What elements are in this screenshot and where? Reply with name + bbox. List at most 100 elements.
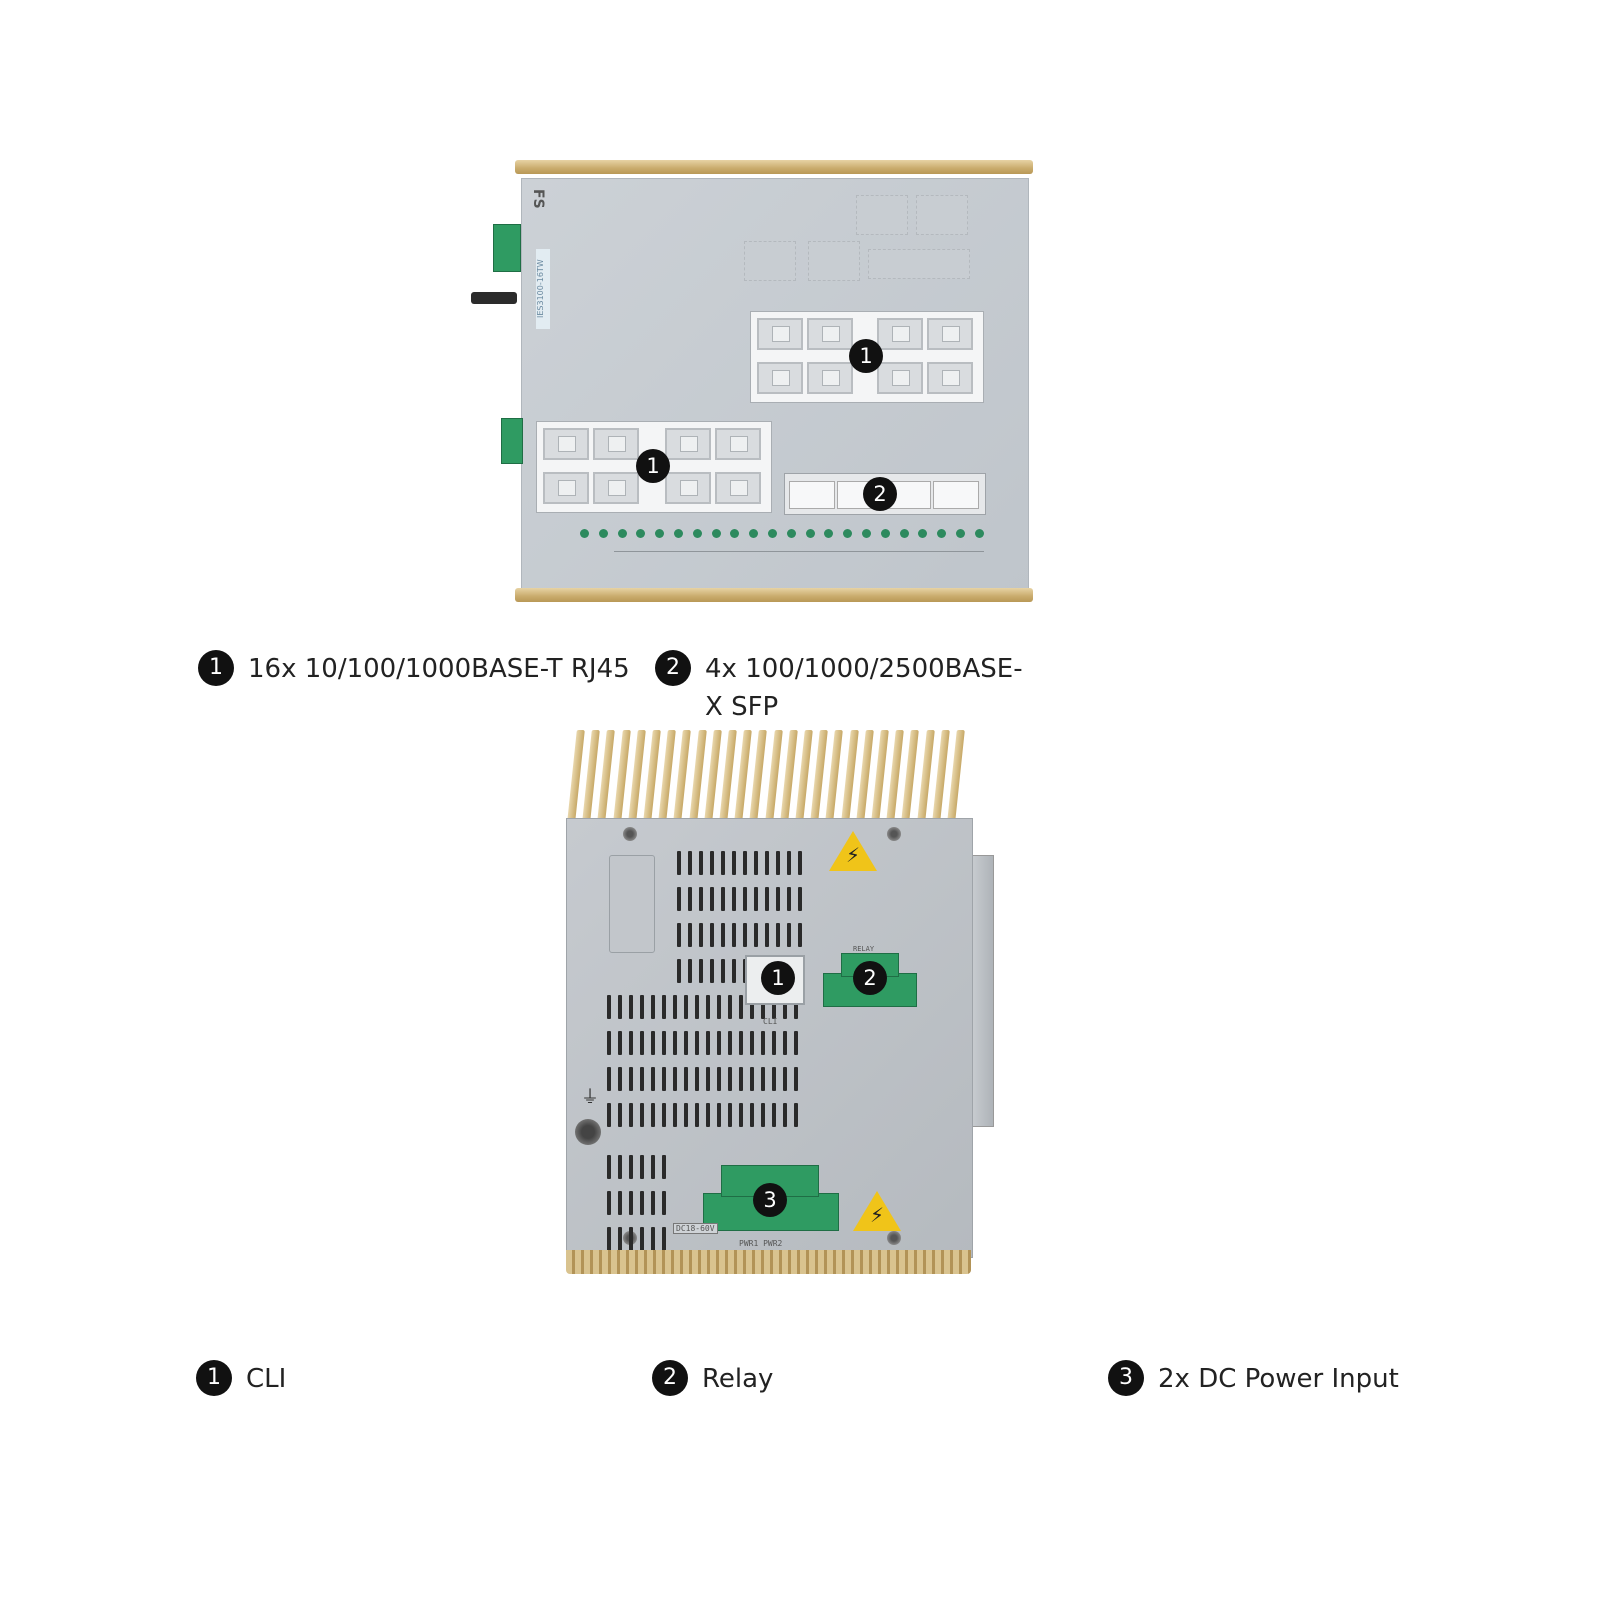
legend-text: 4x 100/1000/2500BASE-X SFP <box>705 654 1023 722</box>
heatsink-fin <box>703 730 722 822</box>
heatsink-fin <box>901 730 920 822</box>
top-rail <box>515 160 1033 174</box>
vent-slot <box>765 923 769 947</box>
vent-slot <box>688 959 692 983</box>
vent-slot <box>750 1031 754 1055</box>
vent-slot <box>699 959 703 983</box>
esd-glyph: ⚡ <box>845 843 861 867</box>
terminal-block <box>493 224 521 272</box>
label-plate <box>609 855 655 953</box>
rj45-port[interactable] <box>807 362 853 394</box>
heatsink-fin <box>719 730 737 822</box>
vent-slot <box>754 887 758 911</box>
vent-slot <box>640 1103 644 1127</box>
vent-slot <box>684 1103 688 1127</box>
status-led <box>880 529 890 538</box>
vent-slot <box>798 851 802 875</box>
heatsink-fin <box>597 730 616 822</box>
vent-slot <box>717 1067 721 1091</box>
status-led <box>674 529 683 538</box>
ground-stud <box>575 1119 601 1145</box>
rj45-port[interactable] <box>543 428 589 460</box>
vent-slot <box>761 995 765 1019</box>
rj45-port[interactable] <box>593 472 639 504</box>
bottom-rail <box>515 588 1033 602</box>
vent-slot <box>651 1227 655 1251</box>
esd-warning-icon <box>829 831 877 871</box>
vent-slot <box>651 1103 655 1127</box>
vent-slot <box>717 1103 721 1127</box>
vent-slot <box>651 1191 655 1215</box>
marker-cli: 1 <box>761 961 795 995</box>
vent-slot <box>607 1031 611 1055</box>
status-led <box>956 529 965 538</box>
rj45-port[interactable] <box>543 472 589 504</box>
rj45-port[interactable] <box>927 362 973 394</box>
rj45-port[interactable] <box>715 472 761 504</box>
heatsink-fin <box>643 730 661 822</box>
status-led <box>617 529 627 538</box>
vent-slots <box>567 819 972 1257</box>
vent-slot <box>750 995 754 1019</box>
status-led <box>805 529 815 538</box>
vent-slot <box>794 1031 798 1055</box>
vent-slot <box>688 923 692 947</box>
vent-slot <box>651 1155 655 1179</box>
vent-slot <box>662 1067 666 1091</box>
led-divider <box>614 551 984 553</box>
heatsink-fin <box>931 730 950 822</box>
heatsink-fin <box>612 730 631 822</box>
vent-slot <box>761 1031 765 1055</box>
vent-slot <box>607 1227 611 1251</box>
rj45-port[interactable] <box>665 472 711 504</box>
rj45-port[interactable] <box>807 318 853 350</box>
vent-slot <box>629 1067 633 1091</box>
vent-slot <box>772 1031 776 1055</box>
heatsink-fin <box>567 730 585 822</box>
heatsink-fin <box>795 730 813 822</box>
rj45-port[interactable] <box>877 318 923 350</box>
status-led <box>655 529 665 538</box>
model-label: IES3100-16TW <box>536 249 550 329</box>
vent-slot <box>607 1191 611 1215</box>
vent-slot <box>699 887 703 911</box>
rj45-port[interactable] <box>757 318 803 350</box>
rj45-port[interactable] <box>665 428 711 460</box>
front-face: FS IES3100-16TW <box>521 178 1029 600</box>
rj45-port[interactable] <box>927 318 973 350</box>
vent-slot <box>717 1031 721 1055</box>
vent-slot <box>787 887 791 911</box>
vent-slot <box>695 1067 699 1091</box>
vent-slot <box>728 1031 732 1055</box>
vent-slot <box>706 1031 710 1055</box>
legend-marker: 2 <box>652 1360 688 1396</box>
rj45-port[interactable] <box>877 362 923 394</box>
rj45-block-upper <box>750 311 984 403</box>
screw <box>887 1231 901 1245</box>
rj45-port[interactable] <box>593 428 639 460</box>
sfp-port[interactable] <box>789 481 835 509</box>
status-led <box>786 529 796 538</box>
vent-slot <box>717 995 721 1019</box>
rj45-port[interactable] <box>715 428 761 460</box>
vent-slot <box>776 923 780 947</box>
vent-slot <box>710 851 714 875</box>
status-led <box>749 529 759 538</box>
sfp-port[interactable] <box>933 481 979 509</box>
vent-slot <box>710 923 714 947</box>
terminal-block <box>501 418 523 464</box>
vent-slot <box>706 995 710 1019</box>
legend-item-sfp: 2 4x 100/1000/2500BASE-X SFP <box>655 650 1055 726</box>
rj45-port[interactable] <box>757 362 803 394</box>
vent-slot <box>743 851 747 875</box>
vent-slot <box>783 1103 787 1127</box>
vent-slot <box>772 1067 776 1091</box>
vent-slot <box>629 1227 633 1251</box>
vent-slot <box>721 887 725 911</box>
switch-rear-panel: ⚡ ⚡ CLI RELAY ⏚ DC18-60V PWR1 PWR2 1 2 3 <box>560 730 1000 1290</box>
cli-label: CLI <box>763 1017 778 1026</box>
vent-slot <box>772 1103 776 1127</box>
vent-slot <box>776 887 780 911</box>
vent-slot <box>629 1031 633 1055</box>
vent-slot <box>677 887 681 911</box>
